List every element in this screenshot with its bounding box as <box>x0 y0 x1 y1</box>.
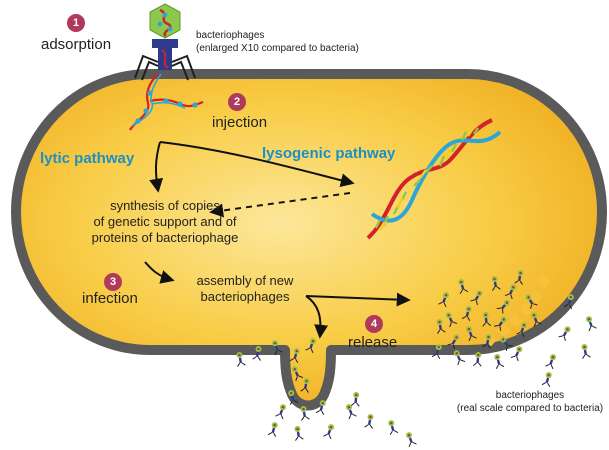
step-4-badge: 4 <box>365 315 383 333</box>
mini-phage-icon <box>364 414 374 429</box>
lytic-pathway-title: lytic pathway <box>40 150 135 167</box>
mini-phage-icon <box>315 400 326 416</box>
mini-phage-icon <box>585 316 597 332</box>
mini-phage-icon <box>252 346 262 361</box>
mini-phage-icon <box>494 354 505 370</box>
synthesis-text-line2: of genetic support and of <box>93 214 237 229</box>
mini-phage-icon <box>300 406 310 421</box>
step-1-label: adsorption <box>41 36 112 53</box>
mini-phage-icon <box>541 372 552 388</box>
mini-phage-icon <box>482 334 492 349</box>
mini-phage-icon <box>510 346 523 362</box>
mini-phage-icon <box>405 432 417 448</box>
mini-phage-icon <box>458 279 469 295</box>
mini-phage-icon <box>275 404 287 420</box>
mini-phage-icon <box>291 366 304 382</box>
mini-phage-icon <box>514 270 524 285</box>
step-2-label: injection <box>212 114 268 131</box>
mini-phage-icon <box>494 316 507 331</box>
mini-phage-icon <box>563 294 574 310</box>
step-3-badge: 3 <box>104 273 122 291</box>
step-2-badge: 2 <box>228 93 246 111</box>
mini-phage-icon <box>300 378 310 393</box>
mini-phage-icon <box>267 422 278 438</box>
mini-phage-icon <box>271 340 283 356</box>
mini-phage-icon <box>431 344 442 360</box>
mini-phage-icon <box>438 292 450 308</box>
mini-phage-icon <box>504 284 517 300</box>
mini-phage-icon <box>345 404 357 420</box>
lysogenic-pathway-title: lysogenic pathway <box>262 145 396 162</box>
mini-phage-icon <box>461 306 472 322</box>
mini-phage-icon <box>491 276 501 291</box>
step-1-badge: 1 <box>67 14 85 32</box>
mini-phage-icon <box>388 420 399 436</box>
mini-phage-icon <box>453 350 466 366</box>
mini-phage-icon <box>305 338 317 354</box>
step-4-label: release <box>348 334 398 351</box>
mini-phage-icon <box>294 426 304 441</box>
mini-phage-icon <box>516 322 528 338</box>
synthesis-text-line3: proteins of bacteriophage <box>91 230 239 245</box>
adsorbing-phage <box>129 3 204 131</box>
mini-phage-icon <box>288 390 299 406</box>
mini-phage-icon <box>436 319 446 334</box>
mini-phage-icon <box>545 354 557 370</box>
top-phage-caption-line1: bacteriophages <box>196 30 265 41</box>
mini-phage-icon <box>496 299 510 314</box>
step-3-label: infection <box>82 290 138 307</box>
mini-phage-icon <box>289 348 300 364</box>
mini-phage-icon <box>500 336 513 351</box>
assembly-text-line1: assembly of new <box>196 273 294 288</box>
bottom-phage-caption-line1: bacteriophages <box>495 390 565 401</box>
mini-phage-icon <box>472 352 482 367</box>
pathway-arrows <box>144 141 411 339</box>
mini-phage-icon <box>525 294 538 310</box>
mini-phage-icon <box>465 326 477 342</box>
mini-phage-icon <box>323 424 335 440</box>
mini-phage-icon <box>558 326 571 342</box>
mini-phage-icon <box>445 312 458 328</box>
integrated-dna-helix <box>366 118 502 240</box>
mini-phage-icon <box>581 344 591 359</box>
mini-phage-icon <box>236 352 246 367</box>
top-phage-caption-line2: (enlarged X10 compared to bacteria) <box>196 43 359 54</box>
bottom-phage-caption-line2: (real scale compared to bacteria) <box>456 403 604 414</box>
assembly-text-line2: bacteriophages <box>200 289 290 304</box>
mini-phage-icon <box>470 290 483 306</box>
synthesis-text-line1: synthesis of copies <box>110 198 220 213</box>
mini-phage-icon <box>530 312 542 328</box>
mini-phage-icon <box>350 392 360 407</box>
released-phages <box>236 270 597 448</box>
mini-phage-icon <box>447 334 460 350</box>
mini-phage-icon <box>482 312 492 327</box>
